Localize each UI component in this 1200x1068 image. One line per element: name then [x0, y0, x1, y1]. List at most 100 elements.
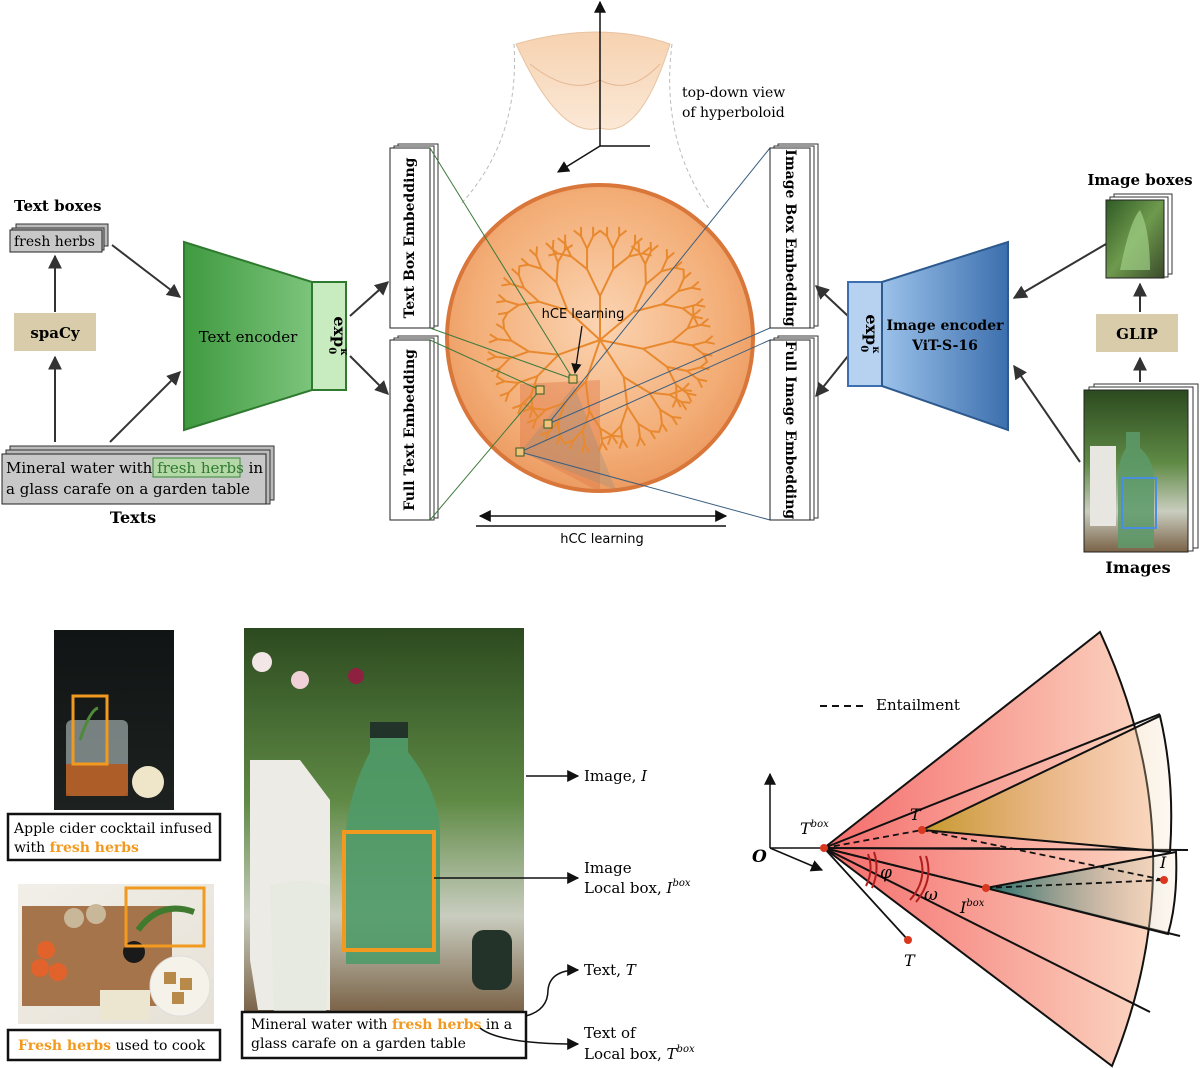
texts-caption-line2: a glass carafe on a garden table	[6, 480, 250, 498]
tbox-sup: box	[811, 819, 829, 830]
svg-text:Ibox: Ibox	[959, 898, 985, 917]
disk-cone-b	[520, 386, 616, 490]
hce-point	[568, 374, 578, 384]
hyperboloid-label-1: top-down view	[682, 85, 785, 101]
arrow-to-full-image-emb	[815, 355, 849, 398]
caption3-before: Mineral water with	[251, 1017, 392, 1033]
i-label: I	[1159, 853, 1167, 872]
svg-text:Mineral water with fresh herbs: Mineral water with fresh herbs in	[6, 459, 263, 477]
arrow-to-text-box-emb	[349, 281, 390, 317]
label-text-box-2: Local box,	[584, 1045, 667, 1063]
cocktail-photo	[54, 630, 174, 810]
arrow-to-full-text-emb	[349, 355, 389, 395]
text-box-embedding-label: Text Box Embedding	[402, 157, 418, 318]
text-box-chip: fresh herbs	[9, 223, 109, 253]
phi-label: φ	[880, 863, 892, 883]
arrow-text-box	[479, 1027, 580, 1050]
glip-box	[1096, 314, 1178, 352]
texts-caption-highlight: fresh herbs	[157, 459, 244, 477]
caption-box-3	[240, 1010, 528, 1060]
arrow-imgbox-to-encoder	[1012, 243, 1107, 299]
ibox-sup: box	[966, 898, 984, 909]
images-label: Images	[1105, 558, 1170, 577]
label-image: Image,	[584, 767, 641, 785]
texts-label: Texts	[110, 508, 156, 527]
text-boxes-title: Text boxes	[14, 197, 102, 215]
caption3-after: in a	[481, 1017, 512, 1033]
caption-box-1	[6, 812, 222, 862]
caption1-highlight: fresh herbs	[50, 840, 139, 856]
text-point	[535, 385, 545, 395]
arrow-images-to-encoder	[1013, 364, 1081, 463]
omega-label: ω	[924, 885, 938, 905]
arrow-textbox-to-encoder	[111, 244, 182, 298]
arrow-to-image-box-emb	[814, 285, 849, 317]
text-exp-box	[311, 281, 347, 391]
text-box-chip-label: fresh herbs	[14, 234, 95, 250]
caption3-line2: glass carafe on a garden table	[251, 1036, 466, 1052]
image-boxes-stack	[1105, 193, 1173, 279]
hyperboloid-label-2: of hyperboloid	[682, 105, 785, 121]
label-local-box-sup: box	[672, 878, 690, 889]
text-exp-label: exp0κ	[326, 316, 349, 356]
hcc-label: hCC learning	[560, 532, 644, 547]
svg-text:Image, I: Image, I	[584, 767, 648, 785]
full-text-embedding-stack: Full Text Embedding	[389, 335, 439, 521]
hce-arrow	[571, 325, 583, 375]
full-image-embedding-label: Full Image Embedding	[782, 341, 798, 520]
image-exp-box	[847, 281, 883, 387]
hierarchy-tree	[486, 226, 715, 454]
svg-text:Local box, Tbox: Local box, Tbox	[584, 1044, 695, 1063]
svg-text:Mineral water with fresh herbs: Mineral water with fresh herbs in a	[251, 1017, 512, 1033]
entailment-cone-diagram	[764, 630, 1189, 1068]
svg-text:Fresh herbs used to cook: Fresh herbs used to cook	[18, 1038, 206, 1054]
svg-text:Tbox: Tbox	[800, 819, 829, 838]
label-text-box-sup: box	[677, 1044, 695, 1055]
t-label: T	[910, 805, 922, 824]
image-boxes-title: Image boxes	[1087, 171, 1192, 189]
image-box-embedding-label: Image Box Embedding	[782, 149, 798, 327]
arrow-text	[525, 964, 580, 1017]
caption-box-2	[6, 1028, 222, 1062]
label-local-box-2: Local box,	[584, 879, 667, 897]
full-text-embedding-label: Full Text Embedding	[402, 349, 418, 511]
image-exp-label: exp0κ	[858, 314, 881, 354]
caption2-highlight: Fresh herbs	[18, 1038, 111, 1054]
texts-caption-after: in	[244, 459, 264, 477]
gold-cone	[918, 714, 1173, 854]
label-text-var: T	[626, 961, 637, 979]
spacy-label: spaCy	[30, 324, 81, 342]
text-box-embedding-stack: Text Box Embedding	[389, 143, 439, 329]
embedding-connectors	[429, 147, 574, 521]
label-text-box-1: Text of	[584, 1024, 637, 1042]
caption2-after: used to cook	[111, 1038, 206, 1054]
image-encoder-label-2: ViT-S-16	[911, 338, 978, 354]
image-box-point	[543, 419, 553, 429]
label-image-var: I	[640, 767, 648, 785]
label-local-box-1: Image	[584, 859, 632, 877]
hyperboloid	[459, 0, 711, 211]
cooking-photo	[18, 884, 214, 1024]
caption1-before: with	[14, 840, 50, 856]
image-point	[515, 447, 525, 457]
caption1-line1: Apple cider cocktail infused	[13, 821, 212, 837]
svg-text:with fresh herbs: with fresh herbs	[14, 840, 139, 856]
legend-entailment: Entailment	[876, 696, 960, 714]
svg-text:Local box, Ibox: Local box, Ibox	[584, 878, 691, 897]
text-encoder-label: Text encoder	[199, 328, 298, 346]
glip-label: GLIP	[1116, 325, 1158, 343]
garden-photo	[244, 628, 524, 1012]
label-text: Text,	[584, 961, 626, 979]
image-box-embedding-stack: Image Box Embedding	[769, 143, 819, 329]
image-connectors	[519, 147, 771, 521]
hce-label: hCE learning	[542, 307, 625, 322]
image-encoder-label-1: Image encoder	[886, 318, 1004, 334]
texts-stack: Mineral water with fresh herbs in a glas…	[1, 445, 275, 505]
spacy-box	[14, 313, 96, 351]
full-image-embedding-stack: Full Image Embedding	[769, 335, 819, 521]
label-local-box-var: I	[666, 879, 674, 897]
caption3-highlight: fresh herbs	[392, 1017, 481, 1033]
origin-label: O	[752, 847, 767, 867]
t-label-lower: T	[904, 951, 916, 970]
